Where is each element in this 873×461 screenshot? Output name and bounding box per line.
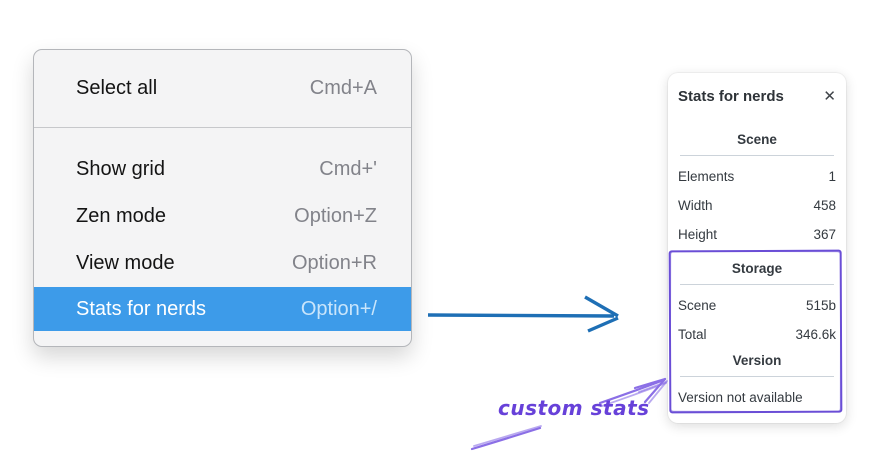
menu-item-zen-mode[interactable]: Zen mode Option+Z [34, 193, 411, 240]
stat-label: Scene [678, 298, 717, 313]
menu-spacer [34, 331, 411, 346]
menu-item-label: Show grid [76, 158, 165, 180]
stat-value: 515b [805, 298, 836, 313]
menu-item-select-all[interactable]: Select all Cmd+A [34, 50, 411, 127]
menu-divider [34, 127, 411, 128]
stat-row-width: Width 458 [678, 191, 836, 220]
menu-item-shortcut: Cmd+' [319, 158, 377, 180]
menu-item-shortcut: Option+R [291, 252, 377, 274]
version-section: Version Version not available [678, 350, 836, 411]
stat-row-scene-storage: Scene 515b [678, 291, 836, 320]
context-menu: Select all Cmd+A Show grid Cmd+' Zen mod… [33, 49, 412, 347]
menu-spacer [34, 128, 411, 146]
menu-item-shortcut: Option+Z [294, 205, 377, 227]
stat-value: 346.6k [795, 327, 836, 342]
menu-item-label: Zen mode [76, 205, 167, 227]
stat-row-elements: Elements 1 [678, 162, 836, 191]
section-heading-version: Version [732, 353, 782, 368]
menu-item-shortcut: Cmd+A [309, 77, 377, 99]
stat-label: Elements [678, 169, 735, 184]
stat-row-height: Height 367 [678, 220, 836, 249]
storage-section: Storage Scene 515b Total 346.6k [678, 258, 836, 349]
menu-item-view-mode[interactable]: View mode Option+R [34, 240, 411, 287]
menu-item-stats-for-nerds[interactable]: Stats for nerds Option+/ [34, 287, 411, 331]
stat-value: 1 [828, 169, 836, 184]
version-note: Version not available [678, 389, 803, 405]
stats-panel: Stats for nerds ✕ Scene Elements 1 Width… [668, 73, 846, 423]
section-heading-storage: Storage [731, 261, 783, 276]
close-icon[interactable]: ✕ [823, 87, 836, 105]
custom-stats-label: custom stats [498, 396, 650, 420]
stat-row-total-storage: Total 346.6k [678, 320, 836, 349]
blue-arrow [427, 295, 619, 333]
stat-label: Height [678, 227, 718, 242]
stat-value: 458 [813, 198, 836, 213]
menu-item-label: View mode [76, 252, 175, 274]
menu-item-shortcut: Option+/ [300, 297, 377, 320]
stat-label: Total [678, 327, 707, 342]
section-heading-scene: Scene [737, 132, 777, 147]
menu-item-label: Stats for nerds [76, 297, 207, 320]
section-divider [680, 376, 834, 377]
stat-value: 367 [813, 227, 836, 242]
stat-label: Width [678, 198, 713, 213]
scene-section: Scene Elements 1 Width 458 Height 367 [678, 129, 836, 249]
stats-panel-header: Stats for nerds ✕ [678, 83, 836, 109]
section-divider [680, 155, 834, 156]
stats-panel-title: Stats for nerds [678, 87, 784, 105]
menu-item-label: Select all [76, 77, 158, 99]
menu-item-show-grid[interactable]: Show grid Cmd+' [34, 146, 411, 193]
section-divider [680, 284, 834, 285]
